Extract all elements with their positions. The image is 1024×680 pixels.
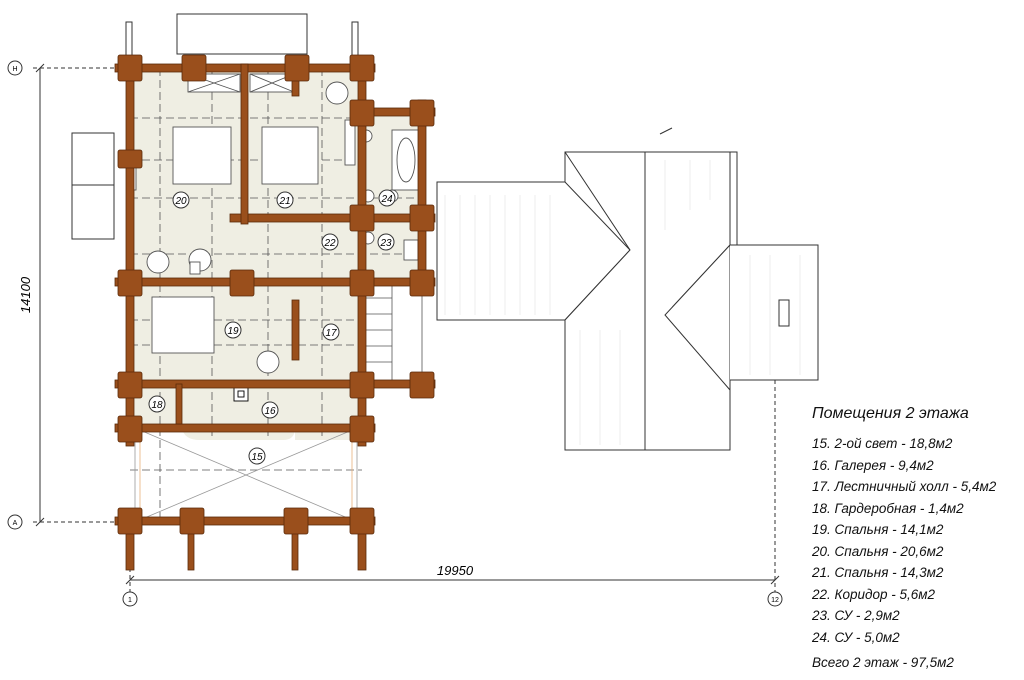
svg-text:21: 21 [278,196,290,207]
bed-room-21 [261,126,319,185]
room-markers: 20 21 24 22 23 19 17 18 [148,189,396,465]
armchair [325,81,349,105]
legend-item: 16. Галерея - 9,4м2 [812,457,934,473]
legend-item: 19. Спальня - 14,1м2 [812,522,944,537]
room-marker-19: 19 [224,321,242,339]
bed-room-19 [151,296,215,354]
rooms-legend: Помещения 2 этажа 15. 2-ой свет - 18,8м2… [812,405,1017,670]
bed-room-20 [172,126,232,185]
legend-item: 18. Гардеробная - 1,4м2 [812,500,964,516]
second-light-void [134,427,358,523]
armchair [146,250,170,274]
axis-marker-bottom [7,514,23,530]
room-marker-23: 23 [377,233,395,251]
axis-markers: Н А 1 12 [7,60,783,607]
axis-marker-left [122,591,138,607]
balcony-top [71,13,359,240]
room-marker-24: 24 [378,189,396,207]
axis-label-bottom: А [13,520,18,527]
staircase [361,281,423,383]
armchair [256,350,280,374]
room-marker-22: 22 [321,233,339,251]
svg-text:16: 16 [264,406,276,417]
svg-text:20: 20 [174,196,187,207]
axis-marker-right [767,591,783,607]
legend-item: 24. СУ - 5,0м2 [812,629,900,645]
furniture [129,73,421,402]
axis-marker-top [7,60,23,76]
legend-item: 21. Спальня - 14,3м2 [812,565,944,580]
svg-text:17: 17 [325,328,337,339]
svg-text:15: 15 [251,452,263,463]
svg-text:24: 24 [380,194,393,205]
log-walls [114,54,436,571]
lower-roof [436,127,819,451]
legend-title: Помещения 2 этажа [812,405,969,422]
room-marker-15: 15 [248,447,266,465]
roof-hatching [444,160,801,445]
legend-item: 22. Коридор - 5,6м2 [812,586,936,602]
legend-total: Всего 2 этаж - 97,5м2 [812,655,954,670]
svg-text:22: 22 [323,238,336,249]
axis-label-top: Н [12,66,17,73]
shower [403,239,419,261]
svg-text:19: 19 [227,326,239,337]
side-table [189,261,201,275]
legend-item: 23. СУ - 2,9м2 [812,608,900,623]
legend-item: 20. Спальня - 20,6м2 [812,543,944,559]
svg-text:23: 23 [379,238,392,249]
axis-label-left: 1 [128,597,132,604]
width-dimension-label: 19950 [437,563,474,578]
room-marker-16: 16 [261,401,279,419]
svg-text:18: 18 [151,400,163,411]
room-marker-17: 17 [322,323,340,341]
height-dimension-label: 14100 [18,276,33,313]
axis-label-right: 12 [771,597,779,604]
legend-item: 15. 2-ой свет - 18,8м2 [812,436,953,451]
room-marker-21: 21 [276,191,294,209]
room-marker-20: 20 [172,191,190,209]
room-marker-18: 18 [148,395,166,413]
legend-item: 17. Лестничный холл - 5,4м2 [812,479,997,494]
